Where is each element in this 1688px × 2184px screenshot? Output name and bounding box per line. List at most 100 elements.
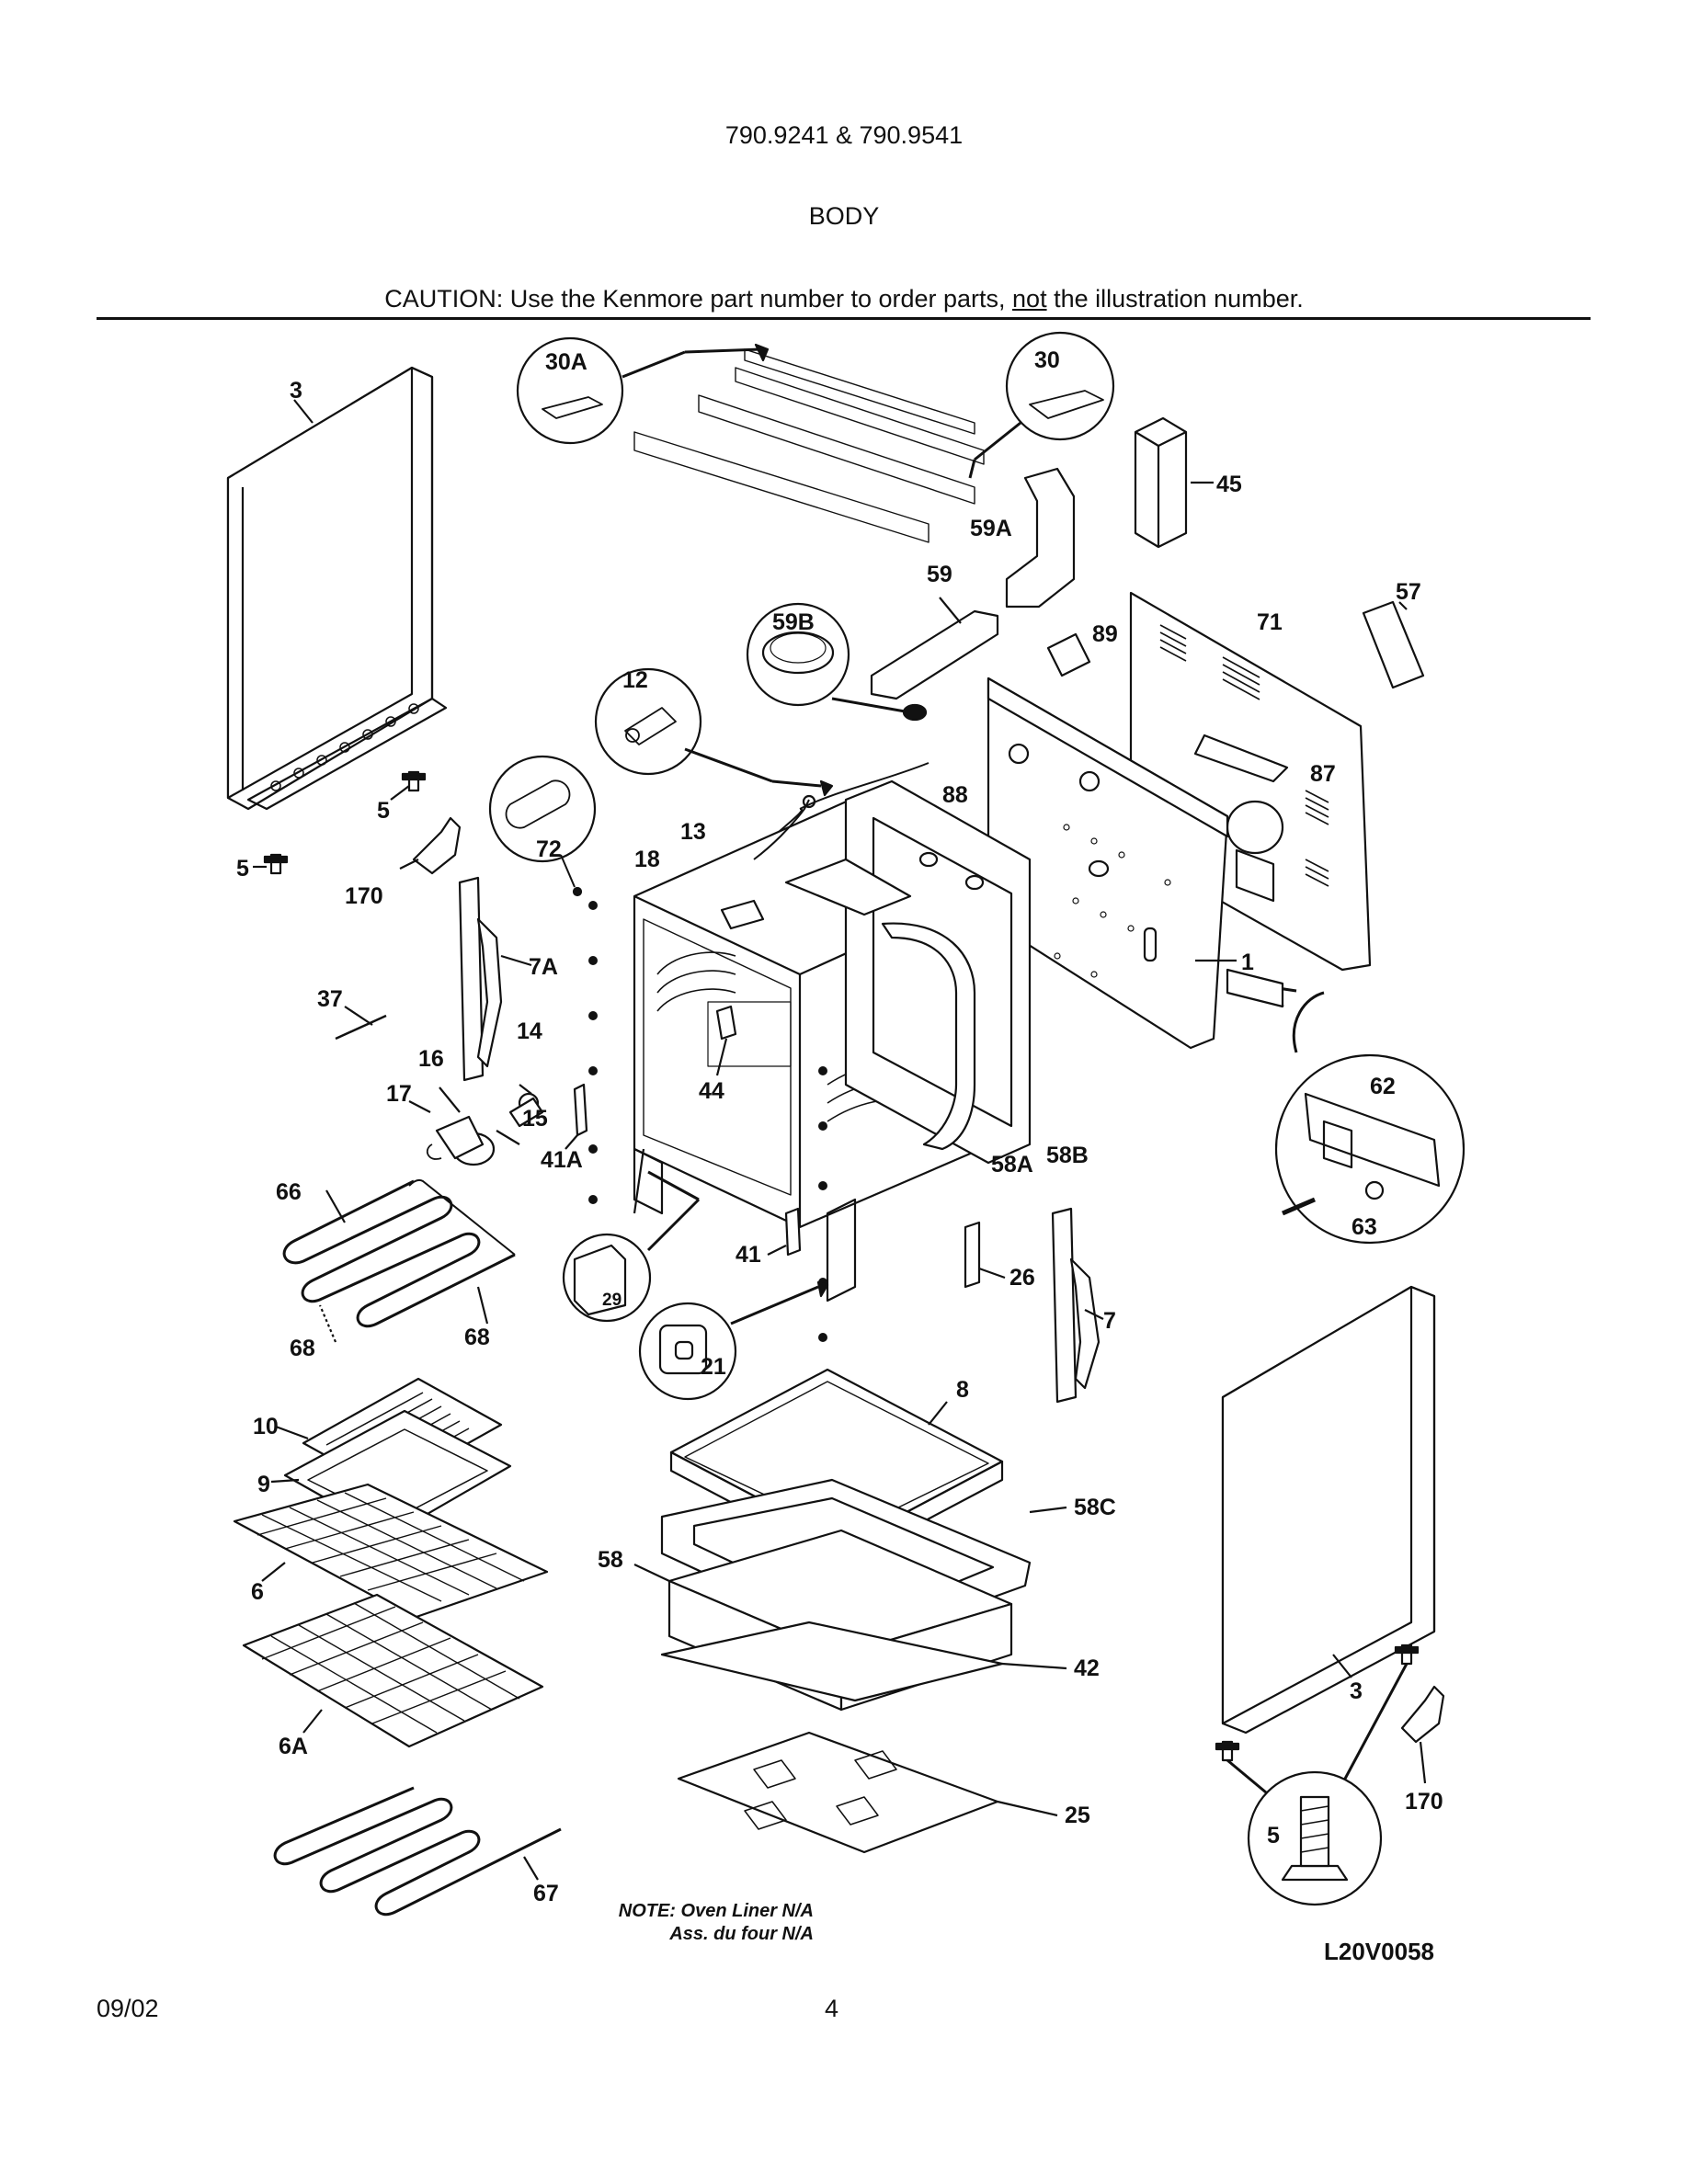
callout-label: 59 (927, 562, 952, 587)
callout-label: 30A (545, 349, 587, 375)
detail-circle-72 (488, 755, 597, 897)
callout-label: 170 (345, 883, 383, 909)
callout-label: 45 (1216, 472, 1242, 497)
callout-label: 30 (1034, 347, 1060, 373)
callout-label: 41A (541, 1147, 583, 1173)
rear-panel-1 (987, 677, 1237, 1050)
screw-5-upper (253, 770, 427, 875)
callout-label: 68 (464, 1325, 490, 1350)
page-number: 4 (825, 1995, 839, 2022)
oven-rack-6 (233, 1483, 549, 1620)
callout-label: 10 (253, 1414, 279, 1439)
callout-label: 41 (736, 1242, 761, 1268)
part-45 (1134, 416, 1214, 549)
detail-circle-29 (562, 1170, 701, 1323)
section-title: BODY (808, 202, 880, 230)
detail-circle-59b (746, 602, 928, 722)
side-panel-left (226, 366, 448, 811)
bottom-panel-25 (677, 1731, 1058, 1854)
callout-label: 1 (1241, 950, 1254, 975)
duct-59a (1005, 467, 1076, 609)
callout-label: 42 (1074, 1655, 1100, 1681)
gasket-frame-58b (844, 779, 1032, 1165)
callout-label: 68 (290, 1336, 315, 1361)
callout-label: 16 (418, 1046, 444, 1072)
hinge-7a (458, 876, 532, 1082)
top-brackets (633, 348, 985, 543)
callout-label: 5 (236, 856, 249, 882)
model-numbers: 790.9241 & 790.9541 (724, 121, 964, 149)
hinge-7 (1051, 1207, 1104, 1404)
callout-label: 62 (1370, 1074, 1396, 1099)
callout-label: 72 (536, 836, 562, 862)
bracket-170-upper (399, 816, 462, 875)
duct-59 (870, 597, 999, 700)
detail-circle-12 (594, 667, 834, 797)
callout-label: 89 (1092, 621, 1118, 647)
detail-circle-30a (516, 336, 770, 445)
callout-label: 5 (377, 798, 390, 824)
side-panel-right (1221, 1285, 1436, 1735)
callout-label: 8 (956, 1377, 969, 1403)
oven-rack-6a (242, 1593, 544, 1748)
bracket-89 (1046, 632, 1091, 677)
header-rule (97, 317, 1591, 320)
detail-circle-30 (968, 331, 1115, 479)
callout-label: 44 (699, 1078, 724, 1104)
callout-label: 71 (1257, 609, 1283, 635)
callout-label: 66 (276, 1179, 302, 1205)
callout-label: 58 (598, 1547, 623, 1573)
callout-label: 18 (634, 847, 660, 872)
gasket-58a (784, 858, 976, 1151)
callout-labels: 3 30A 30 45 59A 59 57 71 59B 89 12 87 88… (236, 347, 1443, 1906)
diagram-code: L20V0058 (1324, 1938, 1434, 1965)
callout-label: 17 (386, 1081, 412, 1107)
callout-label: 15 (522, 1106, 548, 1132)
callout-label: 7 (1103, 1308, 1116, 1334)
bake-element-66 (282, 1178, 516, 1343)
callout-label: 87 (1310, 761, 1336, 787)
footer-date: 09/02 (97, 1995, 159, 2022)
detail-circle-5-leveler (1247, 1770, 1383, 1906)
callout-label: 6A (279, 1734, 308, 1759)
callout-label: 88 (942, 782, 968, 808)
callout-label: 37 (317, 986, 343, 1012)
callout-label: 170 (1405, 1789, 1443, 1814)
caution-notice: CAUTION: Use the Kenmore part number to … (0, 285, 1688, 313)
callout-label: 58C (1074, 1495, 1116, 1520)
callout-label: 21 (701, 1354, 726, 1380)
callout-label: 58A (991, 1152, 1033, 1177)
heat-shield-42 (660, 1621, 1067, 1702)
part-44 (715, 1005, 737, 1076)
caution-text-end: the illustration number. (1046, 285, 1304, 313)
bracket-26 (964, 1221, 1006, 1289)
screws-front (588, 901, 827, 1342)
callout-label: 58B (1046, 1143, 1089, 1168)
callout-label: 67 (533, 1881, 559, 1906)
callout-label: 7A (529, 954, 558, 980)
callout-label: 5 (1267, 1823, 1280, 1848)
part-37 (335, 1006, 387, 1041)
caution-text-start: CAUTION: Use the Kenmore part number to … (384, 285, 1013, 313)
detail-circle-62 (1226, 968, 1466, 1245)
callout-label: 26 (1009, 1265, 1035, 1291)
callout-label: 57 (1396, 579, 1421, 605)
callout-label: 6 (251, 1579, 264, 1605)
callout-label: 14 (517, 1018, 542, 1044)
callout-label: 12 (622, 667, 648, 693)
callout-label: 63 (1352, 1214, 1377, 1240)
screws-lower (1215, 1644, 1420, 1808)
light-socket (408, 1084, 544, 1166)
broil-element-67 (273, 1786, 562, 1917)
bracket-170-lower (1400, 1685, 1445, 1784)
clip-41 (767, 1207, 802, 1257)
note-line-1: NOTE: Oven Liner N/A (618, 1901, 814, 1921)
part-13 (753, 794, 816, 860)
callout-label: 13 (680, 819, 706, 845)
callout-label: 3 (290, 378, 302, 404)
callout-label: 29 (602, 1291, 622, 1310)
plate-57 (1362, 600, 1425, 689)
part-18 (720, 899, 765, 930)
callout-label: 59A (970, 516, 1012, 541)
